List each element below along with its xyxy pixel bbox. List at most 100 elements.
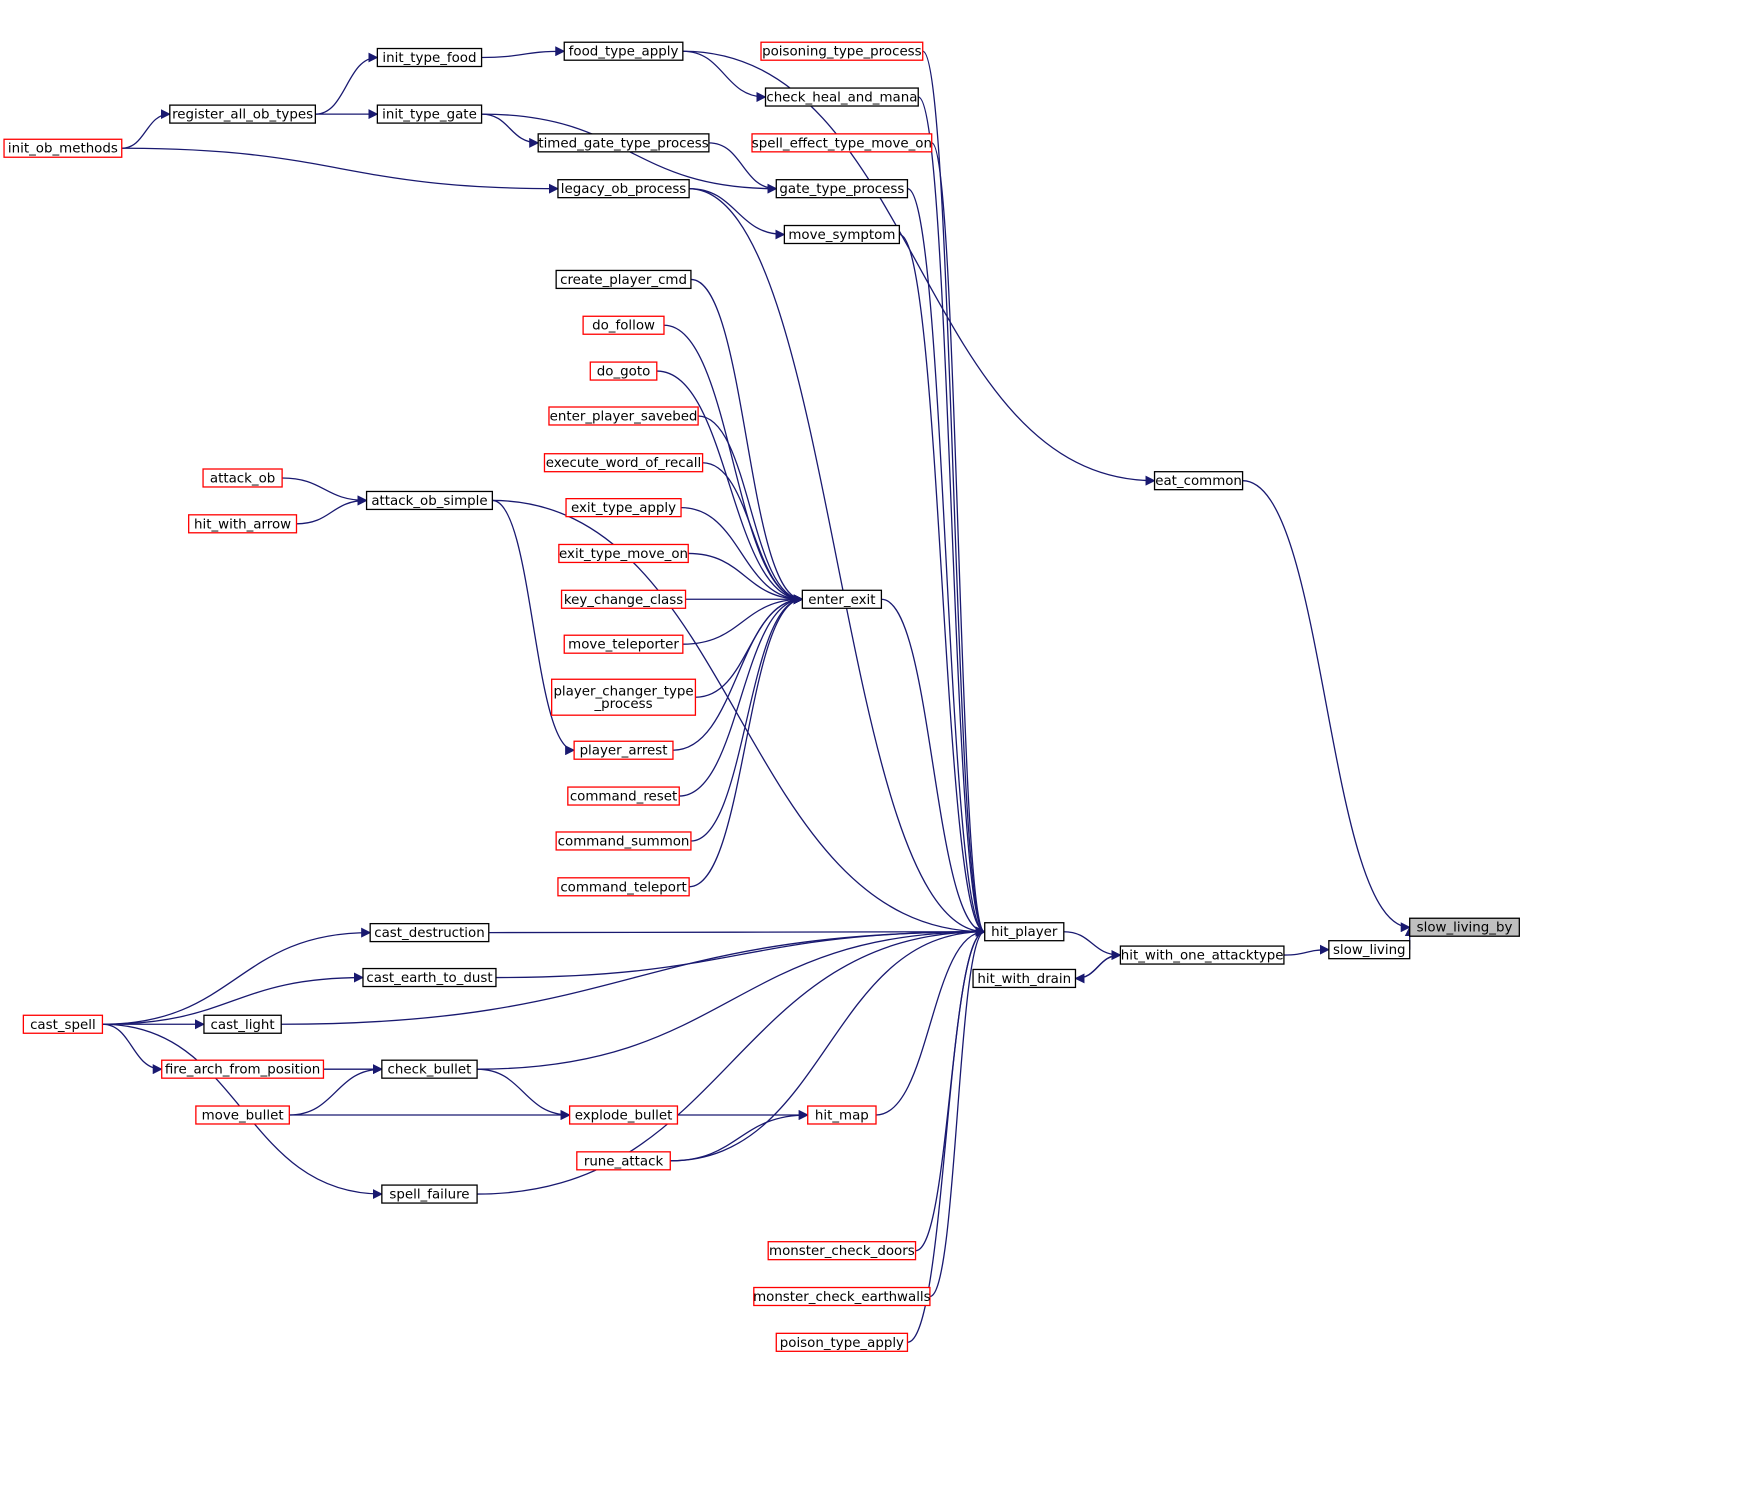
edge-cast_earth_to_dust-to-hit_player	[495, 926, 986, 979]
node-eat_common[interactable]: eat_common	[1153, 471, 1244, 491]
node-command_reset[interactable]: command_reset	[567, 786, 680, 806]
node-label: attack_ob_simple	[371, 494, 487, 509]
edge-eat_common-to-slow_living_by	[1242, 480, 1411, 933]
node-box	[565, 498, 682, 518]
node-exit_type_move_on[interactable]: exit_type_move_on	[558, 543, 689, 564]
node-label: eat_common	[1155, 474, 1242, 489]
node-box	[543, 453, 704, 473]
edge-check_heal_and_mana-to-hit_player	[917, 96, 986, 937]
node-label: monster_check_doors	[769, 1244, 915, 1259]
node-label: do_goto	[597, 365, 651, 380]
node-move_symptom[interactable]: move_symptom	[783, 224, 901, 245]
edge-legacy_ob_process-to-move_symptom	[689, 188, 786, 240]
node-label: explode_bullet	[575, 1109, 673, 1124]
node-do_goto[interactable]: do_goto	[589, 361, 658, 381]
node-exit_type_apply[interactable]: exit_type_apply	[565, 498, 682, 518]
node-box	[551, 678, 697, 716]
node-box	[753, 1286, 931, 1307]
node-poison_type_apply[interactable]: poison_type_apply	[775, 1332, 909, 1352]
node-cast_light[interactable]: cast_light	[203, 1014, 282, 1034]
node-label: fire_arch_from_position	[165, 1063, 320, 1078]
node-label: monster_check_earthwalls	[753, 1290, 931, 1305]
node-label: legacy_ob_process	[561, 182, 687, 197]
node-command_teleport[interactable]: command_teleport	[557, 877, 690, 897]
node-check_bullet[interactable]: check_bullet	[381, 1059, 478, 1079]
node-label: slow_living	[1333, 943, 1406, 958]
node-do_follow[interactable]: do_follow	[582, 315, 665, 335]
node-enter_player_savebed[interactable]: enter_player_savebed	[548, 406, 699, 426]
edge-attack_ob_simple-to-player_arrest	[492, 499, 576, 756]
node-label: cast_light	[211, 1018, 275, 1033]
node-timed_gate_type_process[interactable]: timed_gate_type_process	[537, 133, 710, 153]
node-box	[3, 138, 123, 158]
node-legacy_ob_process[interactable]: legacy_ob_process	[557, 179, 690, 199]
node-command_summon[interactable]: command_summon	[555, 831, 692, 851]
node-monster_check_doors[interactable]: monster_check_doors	[767, 1241, 917, 1261]
node-food_type_apply[interactable]: food_type_apply	[563, 41, 684, 61]
node-label: init_type_food	[382, 51, 476, 66]
node-box	[555, 269, 692, 290]
node-init_type_gate[interactable]: init_type_gate	[376, 104, 483, 124]
node-label: command_summon	[558, 834, 690, 849]
node-box	[376, 47, 483, 68]
node-cast_earth_to_dust[interactable]: cast_earth_to_dust	[362, 967, 497, 988]
node-rune_attack[interactable]: rune_attack	[576, 1151, 671, 1171]
node-explode_bullet[interactable]: explode_bullet	[568, 1105, 679, 1125]
node-move_bullet[interactable]: move_bullet	[195, 1105, 290, 1125]
edge-legacy_ob_process-to-hit_player	[689, 188, 986, 937]
node-box	[557, 877, 690, 897]
node-label: key_change_class	[564, 593, 683, 608]
node-hit_player[interactable]: hit_player	[984, 922, 1065, 942]
node-execute_word_of_recall[interactable]: execute_word_of_recall	[543, 453, 704, 473]
node-hit_with_one_attacktype[interactable]: hit_with_one_attacktype	[1119, 945, 1285, 965]
node-box	[381, 1184, 478, 1204]
edge-enter_exit-to-hit_player	[881, 598, 986, 937]
node-box	[775, 1332, 909, 1352]
node-spell_effect_type_move_on[interactable]: spell_effect_type_move_on	[751, 133, 933, 153]
edge-exit_type_apply-to-enter_exit	[681, 506, 804, 605]
node-slow_living_by[interactable]: slow_living_by	[1409, 917, 1520, 937]
edge-command_reset-to-enter_exit	[679, 594, 804, 797]
node-label: spell_failure	[389, 1188, 469, 1203]
edge-move_teleporter-to-enter_exit	[682, 594, 804, 645]
node-player_arrest[interactable]: player_arrest	[573, 740, 674, 760]
node-box	[1328, 940, 1411, 960]
edge-cast_spell-to-fire_arch_from_position	[102, 1023, 163, 1075]
edge-init_ob_methods-to-legacy_ob_process	[121, 147, 559, 194]
node-player_changer_type_process[interactable]: player_changer_type_process	[551, 678, 697, 716]
node-label: init_type_gate	[382, 108, 477, 123]
node-poisoning_type_process[interactable]: poisoning_type_process	[760, 41, 924, 61]
node-hit_with_arrow[interactable]: hit_with_arrow	[188, 514, 298, 534]
node-spell_failure[interactable]: spell_failure	[381, 1184, 478, 1204]
node-cast_spell[interactable]: cast_spell	[22, 1014, 104, 1034]
edge-command_teleport-to-enter_exit	[689, 594, 804, 888]
edge-do_goto-to-enter_exit	[656, 370, 804, 605]
node-box	[984, 922, 1065, 942]
node-slow_living[interactable]: slow_living	[1328, 940, 1411, 960]
node-create_player_cmd[interactable]: create_player_cmd	[555, 269, 692, 290]
node-box	[573, 740, 674, 760]
node-hit_with_drain[interactable]: hit_with_drain	[972, 968, 1077, 989]
node-init_ob_methods[interactable]: init_ob_methods	[3, 138, 123, 158]
node-box	[369, 922, 490, 943]
edge-hit_map-to-hit_player	[876, 926, 986, 1116]
node-key_change_class[interactable]: key_change_class	[560, 589, 687, 609]
node-label: hit_with_drain	[977, 972, 1071, 987]
node-attack_ob_simple[interactable]: attack_ob_simple	[365, 490, 494, 511]
node-box	[376, 104, 483, 124]
node-register_all_ob_types[interactable]: register_all_ob_types	[169, 104, 317, 124]
node-check_heal_and_mana[interactable]: check_heal_and_mana	[764, 87, 919, 107]
edge-poison_type_apply-to-hit_player	[907, 926, 986, 1343]
node-fire_arch_from_position[interactable]: fire_arch_from_position	[161, 1059, 325, 1079]
node-label: exit_type_move_on	[559, 547, 688, 562]
node-move_teleporter[interactable]: move_teleporter	[563, 634, 684, 654]
node-attack_ob[interactable]: attack_ob	[202, 468, 283, 488]
node-gate_type_process[interactable]: gate_type_process	[775, 179, 909, 199]
node-init_type_food[interactable]: init_type_food	[376, 47, 483, 68]
node-monster_check_earthwalls[interactable]: monster_check_earthwalls	[753, 1286, 931, 1307]
node-cast_destruction[interactable]: cast_destruction	[369, 922, 490, 943]
node-enter_exit[interactable]: enter_exit	[801, 589, 883, 609]
node-hit_map[interactable]: hit_map	[807, 1105, 877, 1125]
edge-register_all_ob_types-to-init_type_food	[315, 52, 379, 115]
